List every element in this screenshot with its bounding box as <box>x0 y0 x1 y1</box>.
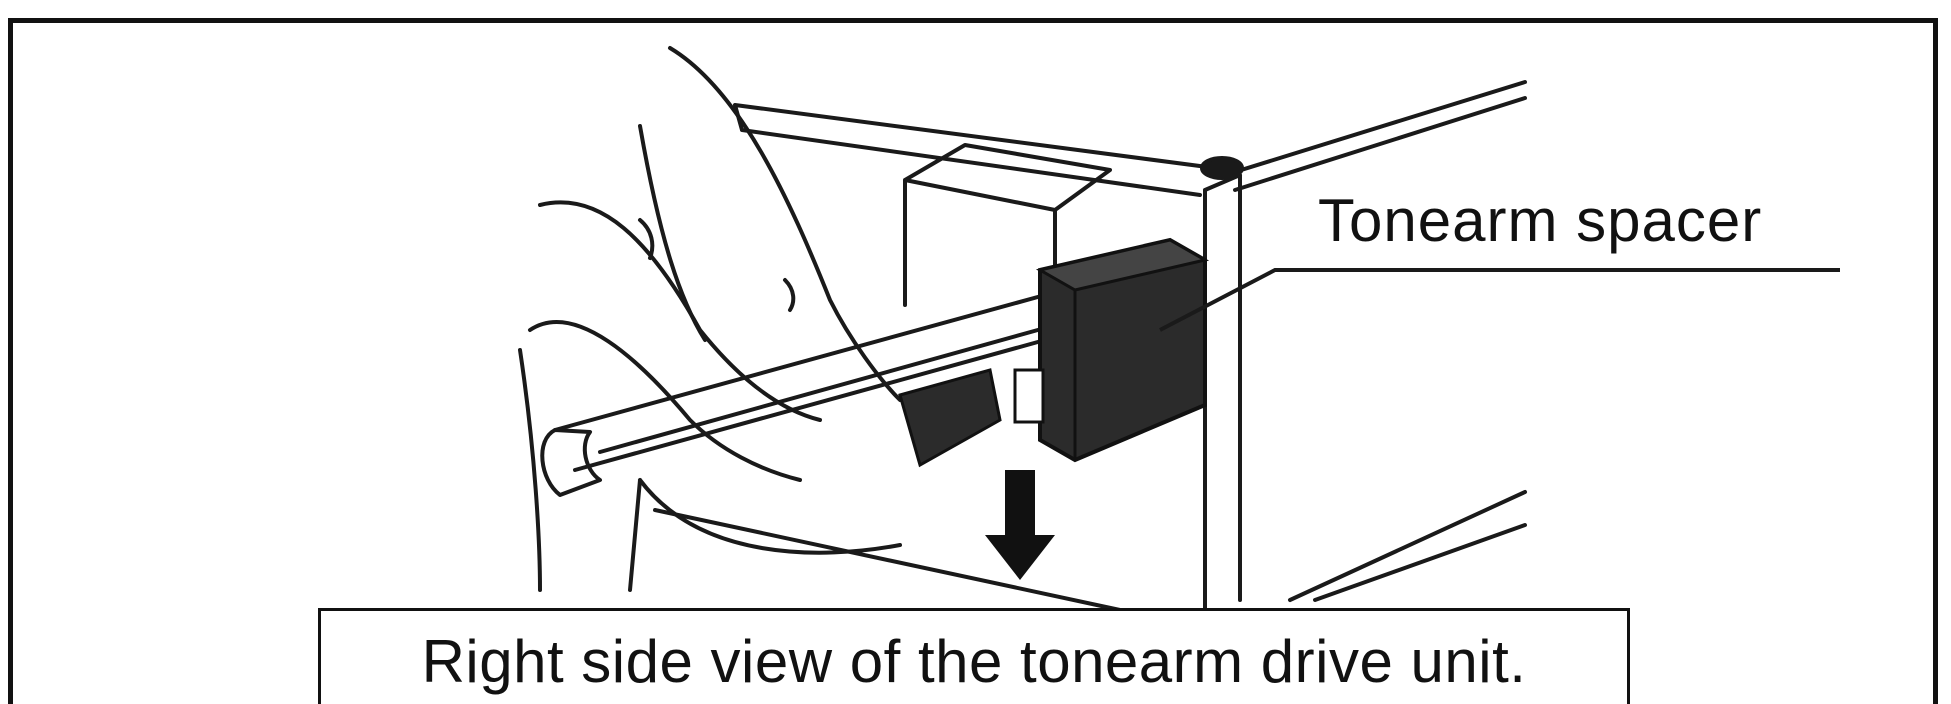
unit-bottom-edge <box>653 508 1122 612</box>
tonearm-spacer-label: Tonearm spacer <box>1318 187 1763 254</box>
callout-leader-line <box>1159 268 1840 332</box>
caption-box: Right side view of the tonearm drive uni… <box>318 608 1630 704</box>
hand-middle <box>528 320 802 482</box>
tonearm-spacer-block <box>898 237 1210 468</box>
top-block <box>903 143 1112 307</box>
unit-top-right-edge <box>1223 80 1527 192</box>
unit-top-rail <box>733 103 1217 197</box>
hand-knuckles <box>638 218 796 312</box>
hand-index <box>538 200 822 422</box>
hand-lower <box>628 478 902 592</box>
hand-thumb <box>668 46 902 402</box>
unit-bottom-right-edge <box>1288 490 1527 602</box>
tonearm-tube <box>553 293 1047 472</box>
tonearm-grip <box>540 428 602 497</box>
post-cap <box>1200 156 1244 180</box>
down-arrow-icon <box>985 470 1055 580</box>
hand-palm <box>518 124 707 592</box>
figure-caption: Right side view of the tonearm drive uni… <box>421 628 1527 695</box>
right-post <box>1203 173 1242 612</box>
